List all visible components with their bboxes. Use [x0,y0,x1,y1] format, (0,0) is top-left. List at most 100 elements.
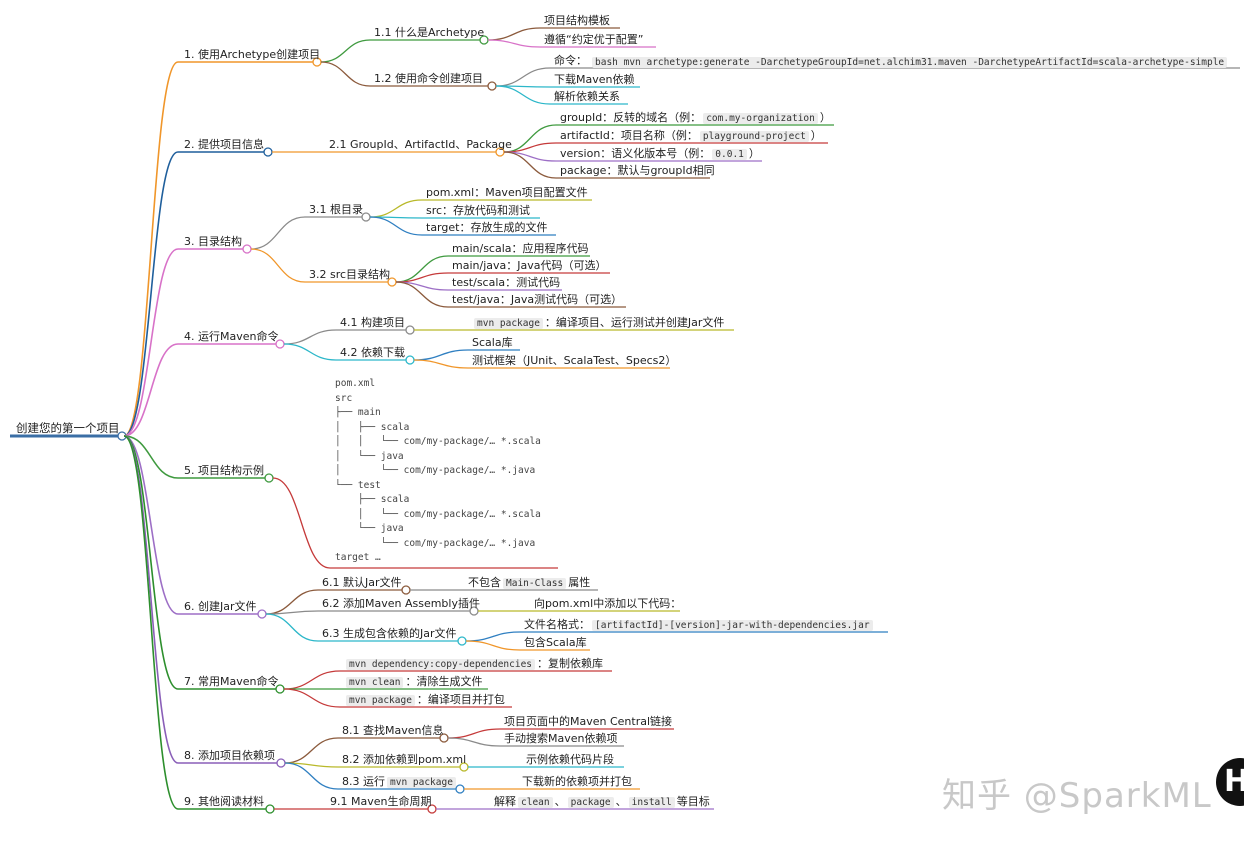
inline-code: 0.0.1 [712,149,747,160]
node-label: 项目结构模板 [544,14,610,28]
connector [250,248,306,283]
node-dot [361,212,371,222]
label-text: 测试框架（JUnit、ScalaTest、Specs2） [472,354,677,367]
inline-code: install [628,797,675,808]
connector [283,329,337,345]
inline-code: playground-project [699,131,809,142]
inline-code: mvn clean [346,677,404,688]
label-text: 项目结构模板 [544,14,610,27]
label-text: 3. 目录结构 [184,235,242,248]
label-text: 4.1 构建项目 [340,316,405,329]
connector [395,281,449,308]
tree-line: └── com/my-package/… *.java [335,537,536,549]
connector [495,67,551,87]
connector [283,670,341,690]
tree-line: pom.xml [335,378,376,389]
connector [487,27,541,41]
label-text: 遵循“约定优于配置” [544,33,644,46]
node-label: main/java：Java代码（可选） [452,259,606,273]
node-label: src：存放代码和测试 [426,204,530,218]
node-label: mvn dependency:copy-dependencies：复制依赖库 [344,657,603,672]
node-label: 项目页面中的Maven Central链接 [504,715,672,729]
node-label: 1.1 什么是Archetype [374,26,484,40]
node-label: groupId：反转的域名（例：com.my-organization） [560,111,831,126]
node-label: 解析依赖关系 [554,90,620,104]
label-text: ） [810,129,822,142]
node-label: 7. 常用Maven命令 [184,675,278,689]
connector [447,737,501,747]
connector [283,343,337,361]
label-text: 向pom.xml中添加以下代码： [534,597,682,610]
label-text: pom.xml：Maven项目配置文件 [426,186,588,199]
node-label: 6.2 添加Maven Assembly插件 [322,597,480,611]
node-dot [264,473,274,483]
root-label: 创建您的第一个项目 [16,421,120,435]
label-text: test/java：Java测试代码（可选） [452,293,623,306]
label-text: test/scala：测试代码 [452,276,561,289]
label-text: 手动搜索Maven依赖项 [504,732,618,745]
inline-code: bash mvn archetype:generate -DarchetypeG… [592,57,1228,68]
label-text: 文件名格式： [524,618,590,631]
node-label: 8.2 添加依赖到pom.xml [342,753,466,767]
label-text: 等目标 [676,795,710,808]
node-label: 2.1 GroupId、ArtifactId、Package [329,138,512,152]
node-label: 下载Maven依赖 [554,73,634,87]
connector [320,61,371,87]
node-dot [405,355,415,365]
connector [369,216,423,236]
connector [123,435,179,764]
connector [123,343,179,437]
tree-line: target … [335,552,381,563]
inline-code: mvn dependency:copy-dependencies [346,659,536,670]
label-text: 、 [554,795,566,808]
label-text: 不包含 [468,576,501,589]
node-label: 遵循“约定优于配置” [544,33,643,47]
connector [272,477,331,569]
node-label: pom.xml：Maven项目配置文件 [426,186,588,200]
node-label: test/scala：测试代码 [452,276,560,290]
connector [250,216,306,250]
connector [123,151,179,437]
node-dot [405,325,415,335]
tree-line: │ ├── scala [335,421,410,433]
node-label: 包含Scala库 [524,636,587,650]
node-label: 测试框架（JUnit、ScalaTest、Specs2） [472,354,676,368]
node-label: 1.2 使用命令创建项目 [374,72,483,86]
label-text: main/scala：应用程序代码 [452,242,589,255]
label-text: 下载Maven依赖 [554,73,635,86]
label-text: groupId：反转的域名（例： [560,111,702,124]
label-text: 项目页面中的Maven Central链接 [504,715,673,728]
label-text: 、 [615,795,627,808]
label-text: 8.3 运行 [342,775,385,788]
label-text: 3.2 src目录结构 [309,268,391,281]
node-label: 4. 运行Maven命令 [184,330,278,344]
label-text: 解释 [494,795,516,808]
node-label: 手动搜索Maven依赖项 [504,732,617,746]
connector [283,688,341,708]
label-text: 8.2 添加依赖到pom.xml [342,753,467,766]
node-label: version：语义化版本号（例：0.0.1） [560,147,760,162]
connector [465,640,521,651]
node-label: main/scala：应用程序代码 [452,242,589,256]
label-text: 1. 使用Archetype创建项目 [184,48,321,61]
node-label: 6. 创建Jar文件 [184,600,257,614]
inline-code: [artifactId]-[version]-jar-with-dependen… [592,620,873,631]
inline-code: clean [518,797,553,808]
node-label: target：存放生成的文件 [426,221,547,235]
tree-line: │ │ └── com/my-package/… *.scala [335,436,541,447]
label-text: 7. 常用Maven命令 [184,675,279,688]
label-text: ：清除生成文件 [405,675,483,688]
label-text: target：存放生成的文件 [426,221,548,234]
label-text: 4.2 依赖下载 [340,346,405,359]
node-label: mvn clean：清除生成文件 [344,675,482,690]
connector [123,435,179,615]
node-label: mvn package：编译项目、运行测试并创建Jar文件 [472,316,724,331]
node-label: 6.1 默认Jar文件 [322,576,402,590]
node-label: 8. 添加项目依赖项 [184,749,275,763]
node-dot [263,147,273,157]
label-text: ：复制依赖库 [537,657,604,670]
